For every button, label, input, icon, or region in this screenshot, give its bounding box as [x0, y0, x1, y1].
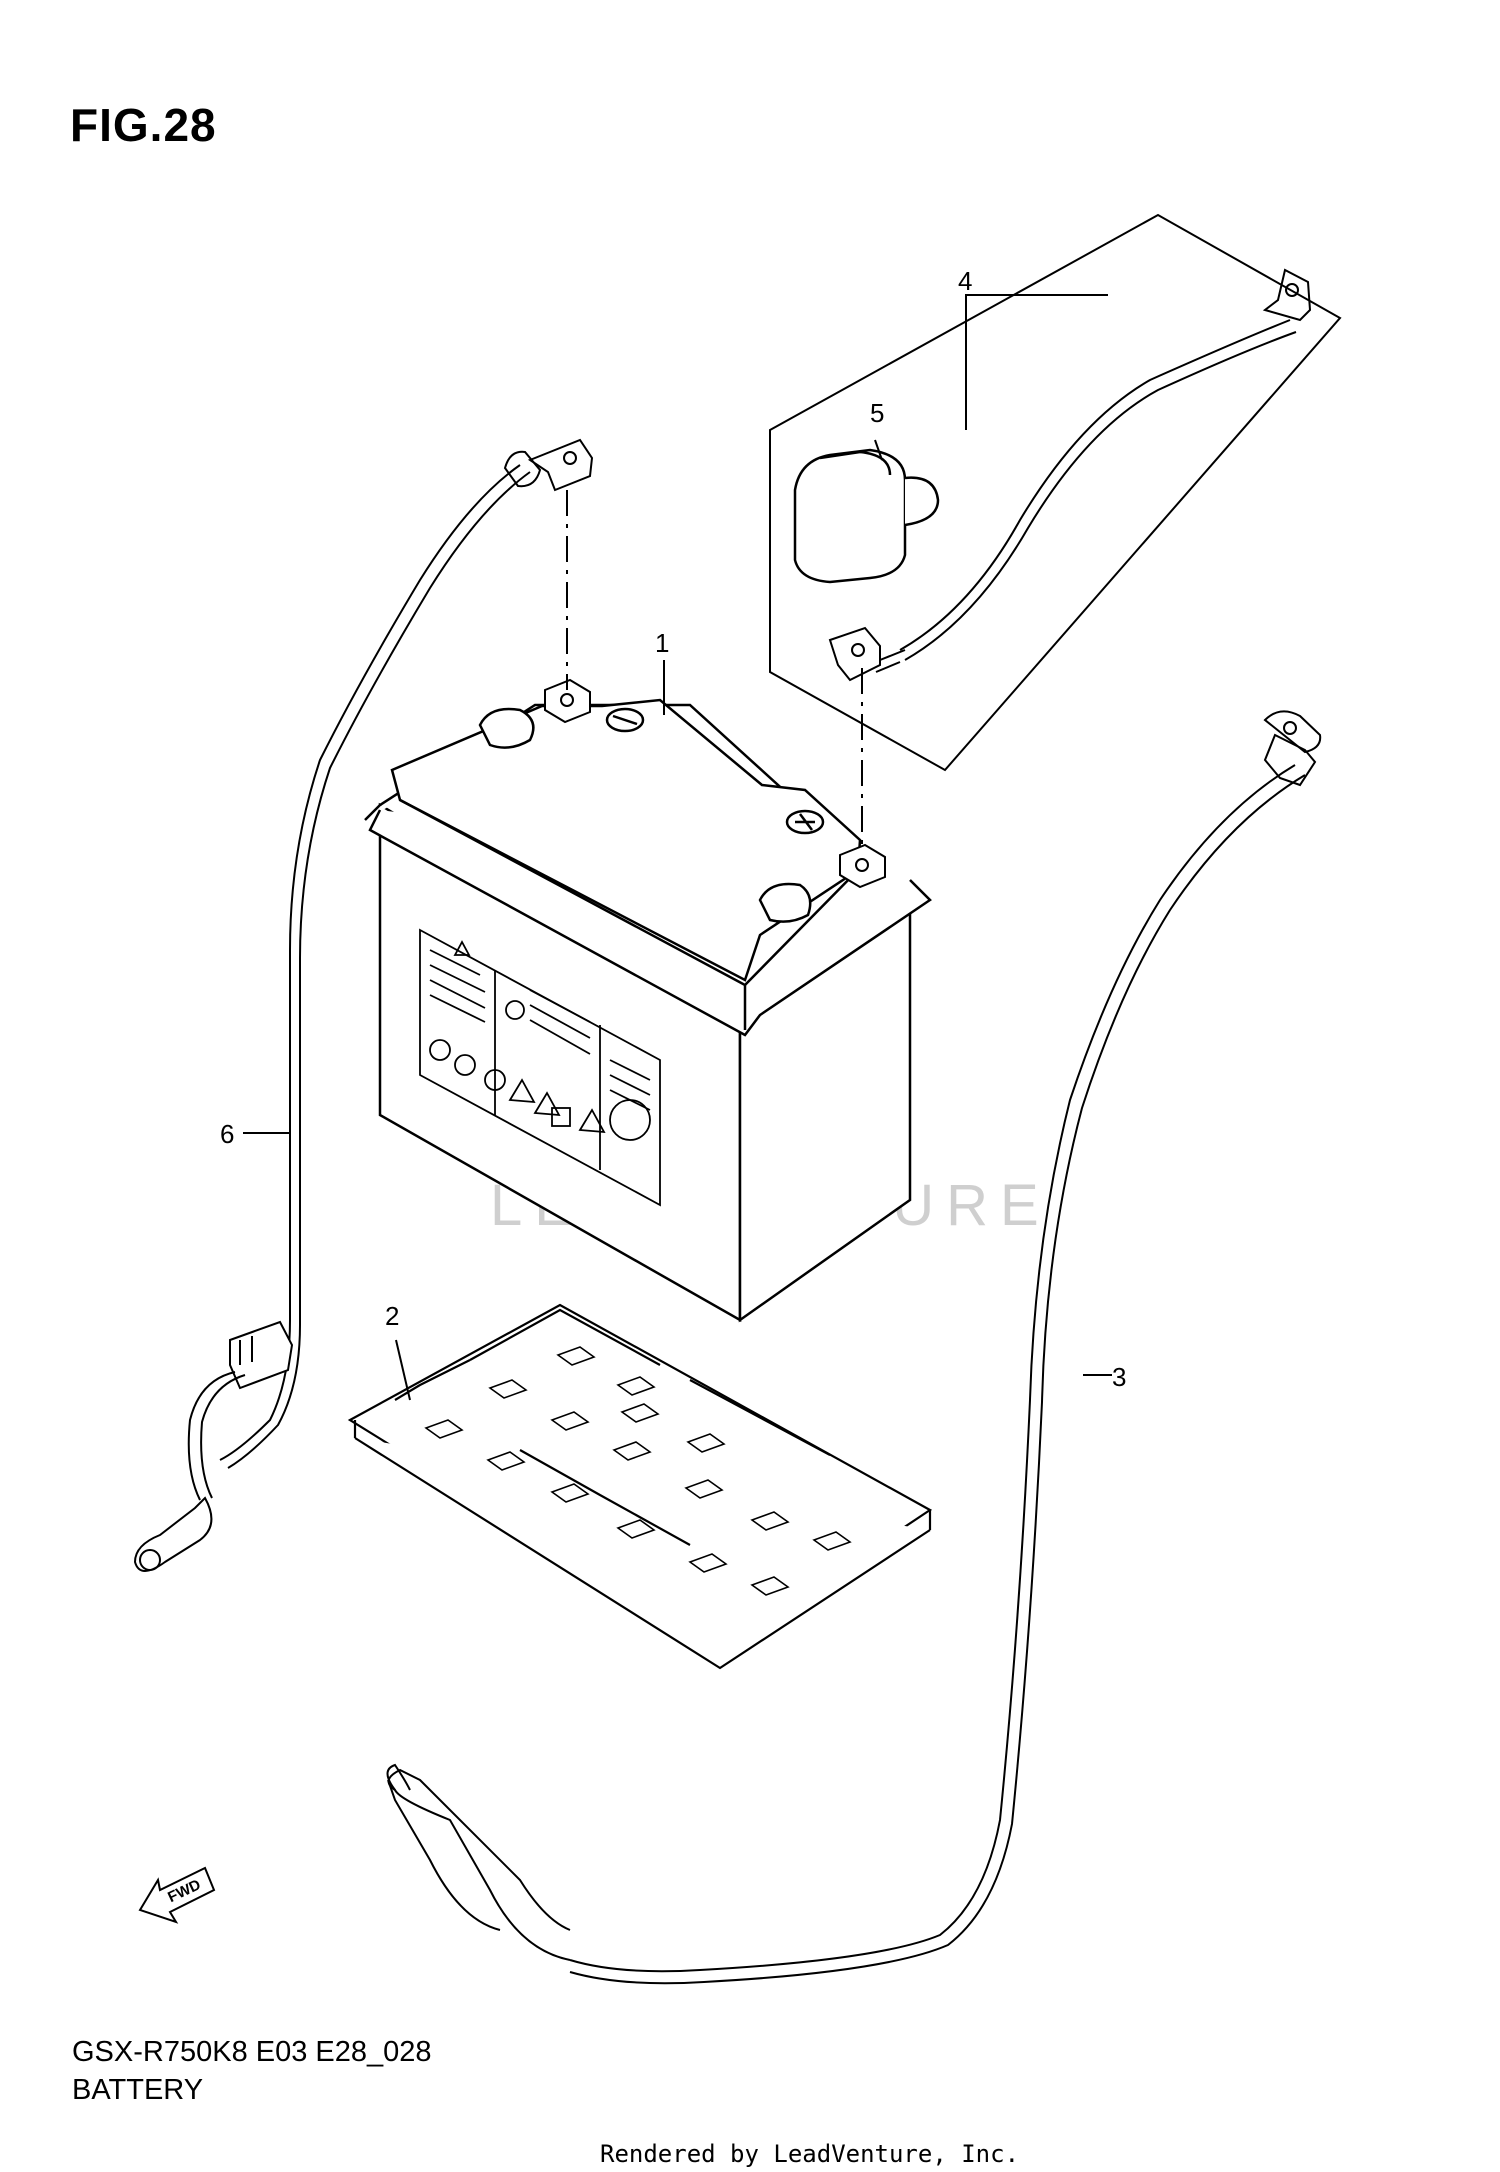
rendered-by-credit: Rendered by LeadVenture, Inc.: [600, 2140, 1020, 2168]
battery-tray: [347, 1303, 933, 1670]
battery: [364, 698, 932, 1323]
figure-name: BATTERY: [72, 2074, 204, 2106]
fwd-arrow: FWD: [138, 1866, 216, 1924]
callout-3: 3: [1112, 1362, 1126, 1392]
terminal-bolts: [544, 678, 886, 889]
kit-cable: [828, 268, 1312, 682]
figure-title: FIG.28: [70, 99, 217, 151]
callout-2: 2: [385, 1301, 399, 1331]
callout-5: 5: [870, 398, 884, 428]
tray-slots: [424, 1346, 852, 1596]
callout-1: 1: [655, 628, 669, 658]
callout-6: 6: [220, 1119, 234, 1149]
battery-warning-label: [419, 928, 661, 1207]
leader-lines: [243, 296, 1112, 1401]
cable-6: [133, 438, 594, 1572]
terminal-cover: [793, 448, 940, 584]
assembly-center-lines: [566, 490, 863, 845]
figure-code: GSX-R750K8 E03 E28_028: [72, 2036, 432, 2068]
cable-3: [386, 710, 1322, 1985]
callout-4: 4: [958, 266, 972, 296]
callouts: 1 2 3 4 5 6: [220, 266, 1126, 1392]
kit-box: [769, 213, 1342, 772]
